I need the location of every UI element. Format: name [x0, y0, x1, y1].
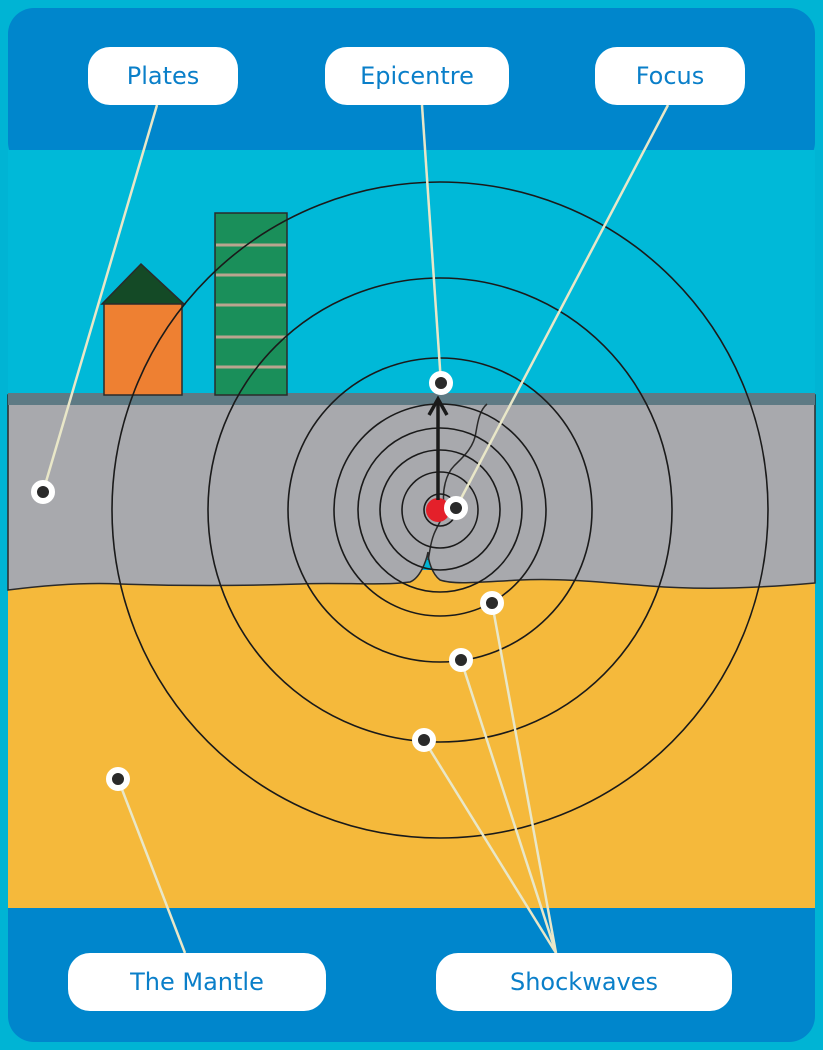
house-wall — [104, 303, 182, 395]
plate-layer — [8, 395, 815, 590]
shockwave-marker — [452, 651, 470, 669]
shockwaves-label: Shockwaves — [436, 953, 732, 1011]
shockwave-marker — [483, 594, 501, 612]
epicentre-marker — [432, 374, 450, 392]
shockwave-marker — [415, 731, 433, 749]
mantle-label: The Mantle — [68, 953, 326, 1011]
plates-marker — [34, 483, 52, 501]
epicentre-label: Epicentre — [325, 47, 509, 105]
focus-marker — [447, 499, 465, 517]
plates-label: Plates — [88, 47, 238, 105]
mantle-layer — [8, 570, 815, 908]
focus-label: Focus — [595, 47, 745, 105]
mantle-marker — [109, 770, 127, 788]
